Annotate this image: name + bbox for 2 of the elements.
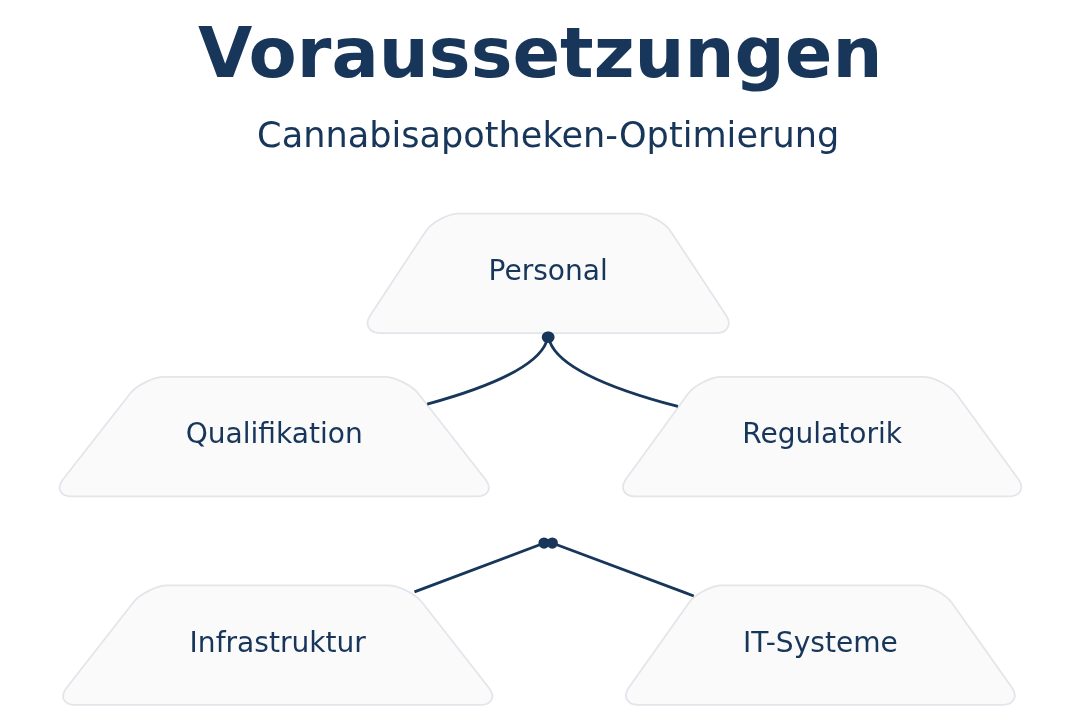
diagram-title: Voraussetzungen [197, 11, 882, 94]
label: Cannabisapotheken-Optimierung [256, 113, 839, 155]
